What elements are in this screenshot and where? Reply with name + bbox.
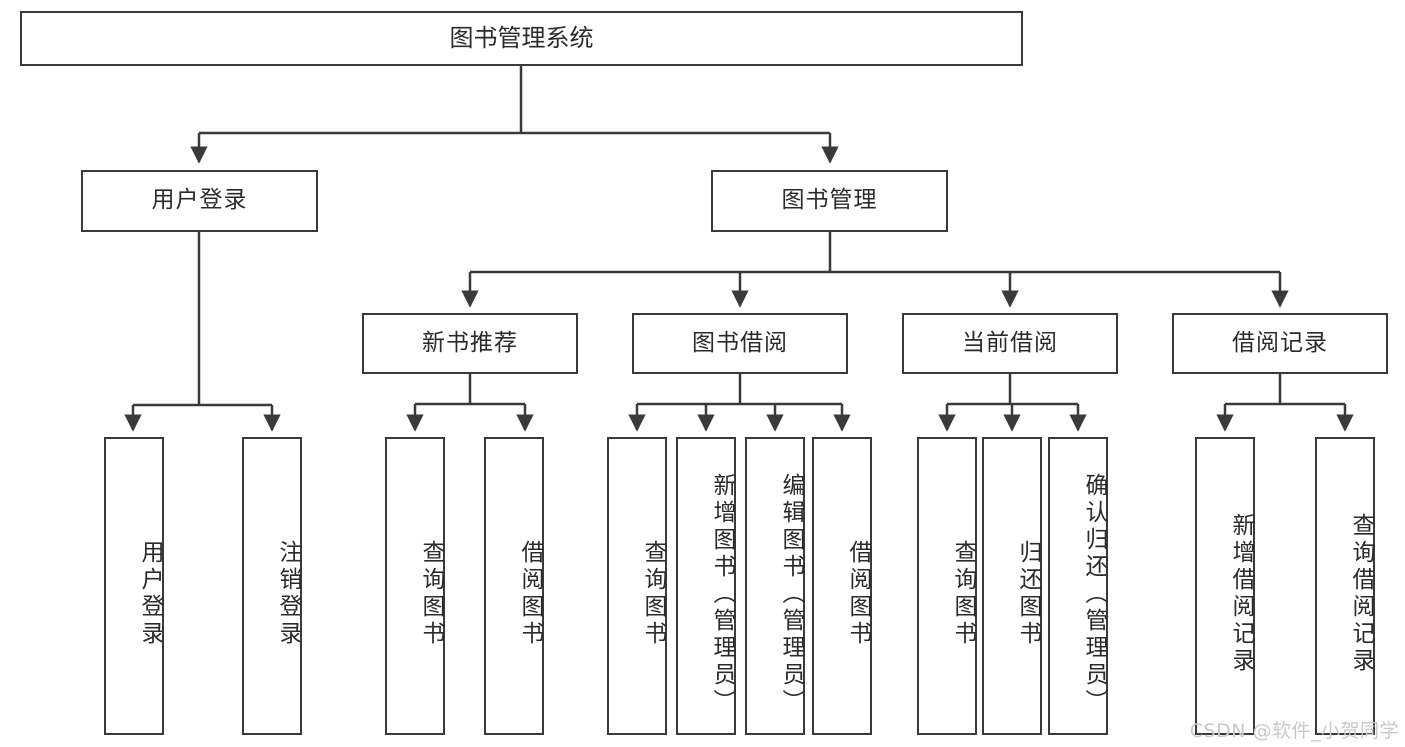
node-label: 借阅图书 [517,540,543,648]
node-label: 编辑图书（管理员） [778,472,804,716]
node-label: 确认归还（管理员） [1081,472,1107,716]
node-label: 新增借阅记录 [1228,513,1254,675]
leaf-newbook-borrow-book[interactable]: 借阅图书 [484,437,544,735]
node-label: 查询图书 [640,540,666,648]
node-label: 图书管理系统 [449,24,594,53]
node-label: 归还图书 [1015,540,1041,648]
node-label: 注销登录 [275,540,301,648]
node-root-system[interactable]: 图书管理系统 [20,11,1023,66]
leaf-current-query-book[interactable]: 查询图书 [917,437,977,735]
leaf-records-add-record[interactable]: 新增借阅记录 [1195,437,1255,735]
leaf-user-login[interactable]: 用户登录 [104,437,164,735]
leaf-current-return-book[interactable]: 归还图书 [982,437,1042,735]
node-user-login[interactable]: 用户登录 [81,170,318,232]
csdn-watermark: CSDN @软件_小贺同学 [1189,720,1399,742]
leaf-borrow-add-book-admin[interactable]: 新增图书（管理员） [676,437,736,735]
node-label: 用户登录 [137,540,163,648]
node-label: 查询图书 [418,540,444,648]
node-current-borrow[interactable]: 当前借阅 [902,313,1118,374]
node-label: 新书推荐 [422,329,518,356]
leaf-borrow-query-book[interactable]: 查询图书 [607,437,667,735]
leaf-user-logout[interactable]: 注销登录 [242,437,302,735]
leaf-borrow-borrow-book[interactable]: 借阅图书 [812,437,872,735]
node-label: 查询图书 [950,540,976,648]
leaf-newbook-query-book[interactable]: 查询图书 [385,437,445,735]
node-label: 借阅记录 [1232,329,1328,356]
node-label: 图书借阅 [692,329,788,356]
node-label: 当前借阅 [962,329,1058,356]
node-label: 图书管理 [781,187,878,214]
node-label: 查询借阅记录 [1348,513,1374,675]
node-book-borrow[interactable]: 图书借阅 [632,313,848,374]
node-borrow-records[interactable]: 借阅记录 [1172,313,1388,374]
leaf-current-confirm-return-admin[interactable]: 确认归还（管理员） [1048,437,1108,735]
leaf-records-query-record[interactable]: 查询借阅记录 [1315,437,1375,735]
node-label: 新增图书（管理员） [709,472,735,716]
node-label: 借阅图书 [845,540,871,648]
node-new-book-recommend[interactable]: 新书推荐 [362,313,578,374]
node-book-management[interactable]: 图书管理 [711,170,948,232]
node-label: 用户登录 [151,187,248,214]
leaf-borrow-edit-book-admin[interactable]: 编辑图书（管理员） [745,437,805,735]
